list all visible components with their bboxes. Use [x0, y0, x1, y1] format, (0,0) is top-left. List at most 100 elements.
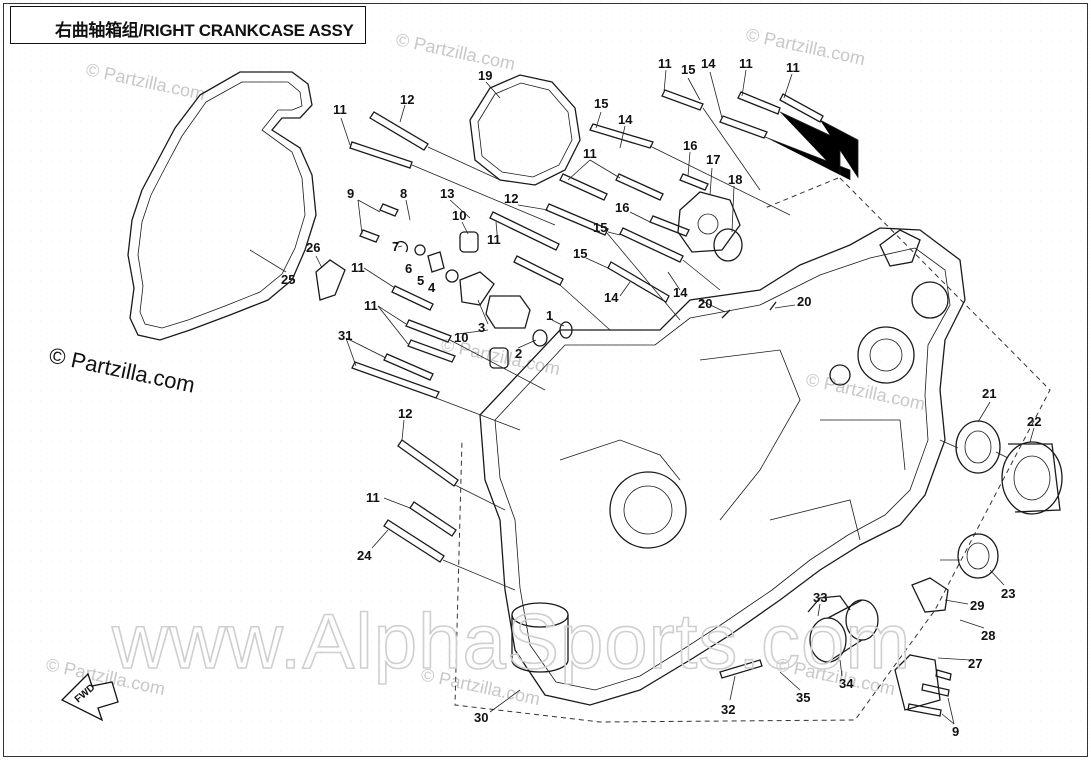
callout: 15 — [594, 96, 608, 111]
callout: 13 — [440, 186, 454, 201]
callout: 28 — [981, 628, 995, 643]
callout: 26 — [306, 240, 320, 255]
case-rib — [699, 349, 801, 521]
callout: 20 — [797, 294, 811, 309]
rotor-3 — [485, 295, 531, 329]
cover-gasket-19-inner — [477, 82, 573, 178]
washer-6 — [414, 244, 426, 256]
case-rib — [769, 499, 861, 541]
callout: 11 — [487, 232, 501, 247]
callout: 11 — [739, 56, 753, 71]
dowel-10b — [489, 347, 509, 369]
washer-2 — [532, 329, 548, 347]
callout: 12 — [398, 406, 412, 421]
bearing-23-inner — [966, 542, 990, 570]
plate-27 — [894, 654, 941, 711]
callout: 11 — [351, 260, 365, 275]
callout: 29 — [970, 598, 984, 613]
callout: 31 — [338, 328, 352, 343]
bearing-22 — [1001, 441, 1063, 515]
small-bore — [829, 364, 851, 386]
callout: 14 — [673, 285, 688, 300]
callout: 16 — [615, 200, 629, 215]
bearing-22-inner — [1013, 455, 1051, 501]
callout: 11 — [583, 146, 597, 161]
callout: 11 — [658, 56, 672, 71]
callout: 15 — [593, 220, 607, 235]
bearing-23 — [957, 533, 999, 579]
callout: 18 — [728, 172, 742, 187]
crankcase-gasket-inner — [137, 81, 306, 329]
case-rib — [820, 419, 906, 471]
dowel-10 — [459, 231, 479, 253]
callout: 32 — [721, 702, 735, 717]
nut-1 — [559, 321, 573, 339]
bearing-22-side — [1008, 443, 1061, 513]
lower-boss-side — [511, 615, 569, 673]
circlip-7 — [395, 240, 409, 253]
spring-5 — [427, 251, 445, 273]
callout: 1 — [546, 308, 553, 323]
bushing-34-side — [827, 599, 863, 663]
cover-gasket-19 — [469, 74, 581, 186]
diagram-title: 右曲轴箱组/RIGHT CRANKCASE ASSY — [55, 21, 354, 40]
callout: 21 — [982, 386, 996, 401]
callout: 9 — [952, 724, 959, 739]
upper-bore — [911, 281, 949, 319]
callout: 14 — [604, 290, 619, 305]
pin-20a — [721, 309, 731, 319]
callout: 3 — [478, 320, 485, 335]
callout: 12 — [400, 92, 414, 107]
bushing-33 — [807, 595, 851, 613]
callout: 5 — [417, 273, 424, 288]
seal-21-inner — [964, 430, 992, 464]
crankcase-body-inner — [494, 247, 951, 691]
main-bore-inner — [623, 485, 673, 535]
bearing-bore-inner — [869, 338, 903, 372]
callout: 7 — [392, 239, 399, 254]
callout: 4 — [428, 280, 436, 295]
callout: 35 — [796, 690, 810, 705]
callout: 15 — [573, 246, 587, 261]
bearing-bore — [857, 326, 915, 384]
diagram-title-box: 右曲轴箱组/RIGHT CRANKCASE ASSY — [10, 6, 366, 44]
dashed-frame — [764, 177, 839, 209]
callout: 17 — [706, 152, 720, 167]
ball-4 — [445, 269, 459, 283]
callout: 22 — [1027, 414, 1041, 429]
callout-group: 11 12 19 11 15 14 11 11 15 14 11 16 17 1… — [281, 56, 1041, 739]
alignment-lines — [411, 107, 1009, 591]
callout: 14 — [701, 56, 716, 71]
callout: 8 — [400, 186, 407, 201]
crankcase-body — [479, 227, 966, 706]
callout: 16 — [683, 138, 697, 153]
plate-3 — [459, 271, 495, 306]
callout: 11 — [786, 60, 800, 75]
callout: 9 — [347, 186, 354, 201]
callout: 23 — [1001, 586, 1015, 601]
leader-lines — [249, 69, 1035, 725]
callout: 10 — [454, 330, 468, 345]
callout: 6 — [405, 261, 412, 276]
callout: 14 — [618, 112, 633, 127]
pump-cover — [677, 191, 741, 253]
pin-20b — [769, 301, 777, 311]
dashed-frame — [454, 177, 1051, 723]
callout: 19 — [478, 68, 492, 83]
fwd-arrow: FWD — [60, 672, 119, 722]
callout: 2 — [515, 346, 522, 361]
callout: 33 — [813, 590, 827, 605]
part-26 — [315, 259, 346, 301]
o-ring-18 — [713, 228, 743, 262]
callout: 34 — [839, 676, 854, 691]
callout: 27 — [968, 656, 982, 671]
callout: 24 — [357, 548, 372, 563]
callout: 20 — [698, 296, 712, 311]
crankcase-gasket — [127, 71, 317, 341]
case-mount — [879, 229, 921, 267]
callout: 10 — [452, 208, 466, 223]
callout: 12 — [504, 191, 518, 206]
